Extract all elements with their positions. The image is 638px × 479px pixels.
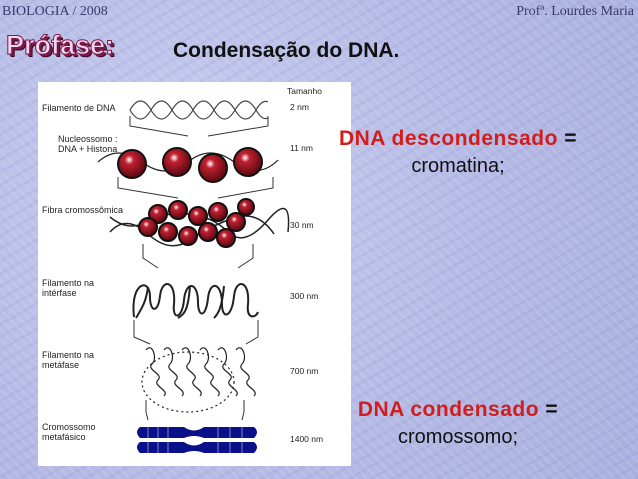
metaphase-coils	[141, 347, 256, 413]
label-dna-histone: DNA + Histona	[58, 144, 117, 154]
dna-condensation-figure: Filamento de DNA Nucleossomo : DNA + His…	[38, 82, 351, 466]
decondensed-word: descondensado	[391, 127, 558, 150]
condensed-dna-note: DNA condensado = cromossomo;	[298, 398, 618, 449]
header-teacher: Profª. Lourdes Maria	[516, 4, 634, 19]
interphase-loops	[132, 283, 259, 319]
label-interphase-filament: Filamento na	[42, 278, 94, 288]
condensed-word: condensado	[410, 398, 540, 421]
equals-bottom: =	[545, 398, 559, 421]
decondensed-dna-note: DNA descondensado = cromatina;	[278, 127, 638, 178]
header-course: BIOLOGIA / 2008	[2, 4, 108, 19]
dna-word-top: DNA	[338, 127, 386, 150]
size-11nm: 11 nm	[290, 143, 313, 153]
slide-subtitle: Condensação do DNA.	[173, 39, 400, 62]
connector-lines	[117, 116, 274, 421]
label-metaphasic: metafásico	[42, 432, 86, 442]
nucleosome-beads	[97, 147, 279, 183]
label-chromosomal-fiber: Fibra cromossômica	[42, 205, 123, 215]
label-metaphase-chromosome: Cromossomo	[42, 422, 96, 432]
chromosome-text: cromossomo;	[397, 426, 519, 448]
size-300nm: 300 nm	[290, 291, 318, 301]
size-1400nm: 1400 nm	[290, 434, 323, 444]
size-30nm: 30 nm	[290, 220, 314, 230]
chromosomal-fiber	[109, 198, 290, 248]
dna-double-helix	[129, 100, 269, 120]
equals-top: =	[564, 127, 578, 150]
label-nucleosome: Nucleossomo :	[58, 134, 118, 144]
slide-title: Prófase:	[5, 30, 115, 61]
label-metaphase-filament: Filamento na	[42, 350, 94, 360]
size-2nm: 2 nm	[290, 102, 309, 112]
metaphase-chromosome	[137, 427, 257, 453]
dna-word-bottom: DNA	[357, 398, 405, 421]
label-metaphase: metáfase	[42, 360, 79, 370]
chromatin-text: cromatina;	[411, 155, 505, 177]
size-700nm: 700 nm	[290, 366, 318, 376]
label-interphase: intérfase	[42, 288, 77, 298]
label-dna-filament: Filamento de DNA	[42, 103, 116, 113]
size-header: Tamanho	[287, 86, 322, 96]
